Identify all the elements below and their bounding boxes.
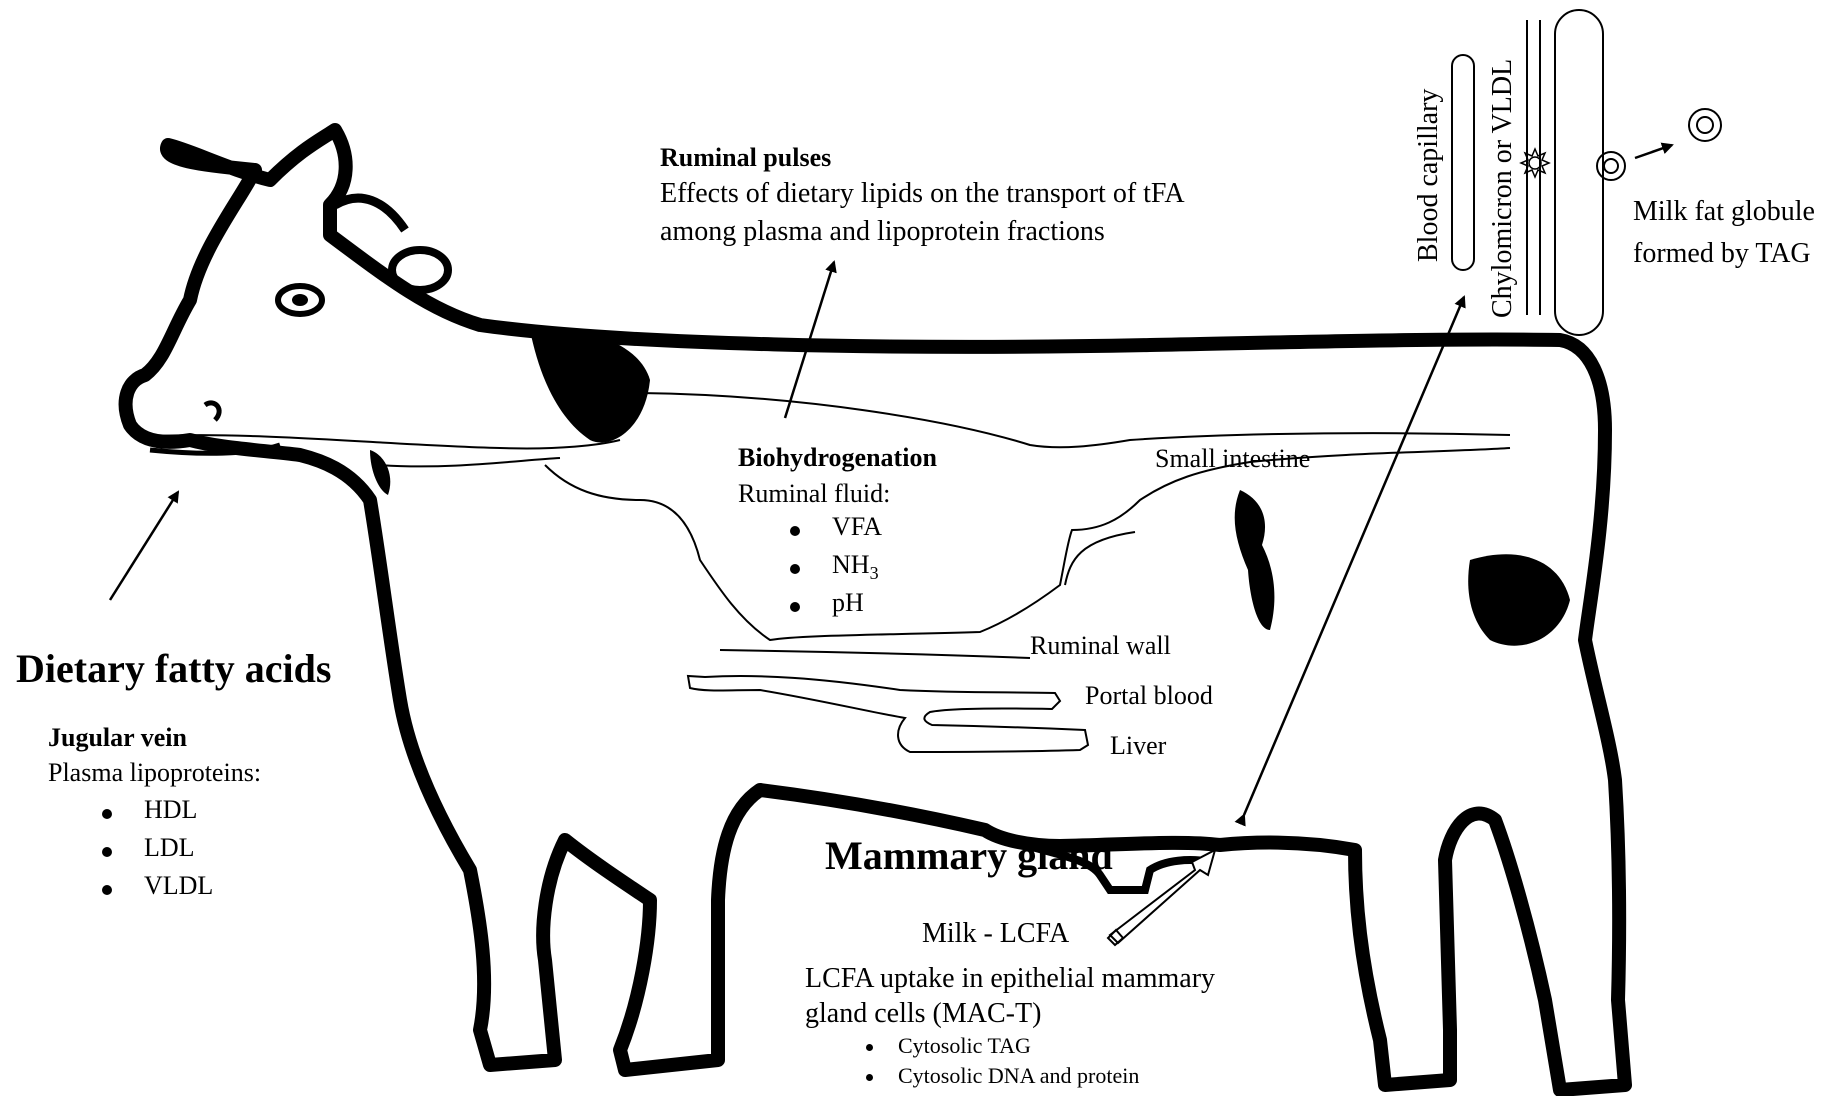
ruminal-pulses-line2: among plasma and lipoprotein fractions — [660, 215, 1105, 249]
ruminal-fluid-list: VFA NH3 pH — [786, 512, 882, 626]
list-item: pH — [786, 588, 882, 626]
chylomicron-star-icon — [1521, 149, 1549, 177]
nh3-subscript: 3 — [870, 563, 879, 583]
portal-blood-label: Portal blood — [1085, 680, 1213, 711]
blood-capillary-tube — [1452, 55, 1474, 270]
ruminal-pulses-title: Ruminal pulses — [660, 142, 831, 173]
milk-fat-globule-line1: Milk fat globule — [1633, 195, 1815, 229]
lipoprotein-list: HDL LDL VLDL — [98, 795, 213, 909]
dietary-title: Dietary fatty acids — [16, 645, 331, 693]
blood-capillary-label: Blood capillary — [1413, 89, 1445, 262]
arrow-globule — [1635, 145, 1672, 158]
list-item: VFA — [786, 512, 882, 550]
fat-globule-inner-outer — [1597, 152, 1625, 180]
small-intestine-label: Small intestine — [1155, 443, 1310, 474]
list-item: NH3 — [786, 550, 882, 588]
list-item: Cytosolic TAG — [862, 1033, 1139, 1063]
cow-horn-right — [335, 198, 405, 230]
ruminal-pulses-line1: Effects of dietary lipids on the transpo… — [660, 177, 1185, 211]
arrow-dietary-to-mouth — [110, 492, 178, 600]
liver-label: Liver — [1110, 730, 1166, 761]
list-item: LDL — [98, 833, 213, 871]
uptake-line2: gland cells (MAC-T) — [805, 997, 1041, 1031]
cow-ear — [392, 250, 448, 290]
nh3-text: NH — [832, 550, 870, 579]
uptake-line1: LCFA uptake in epithelial mammary — [805, 962, 1215, 996]
alveolus-tube — [1555, 10, 1603, 335]
milk-lcfa-label: Milk - LCFA — [922, 917, 1069, 951]
biohydrogenation-title: Biohydrogenation — [738, 442, 937, 473]
chylomicron-label: Chylomicron or VLDL — [1487, 59, 1519, 318]
ruminal-fluid-label: Ruminal fluid: — [738, 478, 890, 509]
milk-fat-globule-icon — [1689, 109, 1721, 141]
milk-fat-globule-line2: formed by TAG — [1633, 237, 1811, 271]
list-item: HDL — [98, 795, 213, 833]
plasma-label: Plasma lipoproteins: — [48, 757, 261, 788]
list-item: Cytosolic DNA and protein — [862, 1063, 1139, 1093]
mac-t-list: Cytosolic TAG Cytosolic DNA and protein — [862, 1033, 1139, 1093]
jugular-title: Jugular vein — [48, 722, 187, 753]
mammary-title: Mammary gland — [825, 832, 1113, 880]
list-item: VLDL — [98, 871, 213, 909]
ruminal-wall-label: Ruminal wall — [1030, 630, 1171, 661]
